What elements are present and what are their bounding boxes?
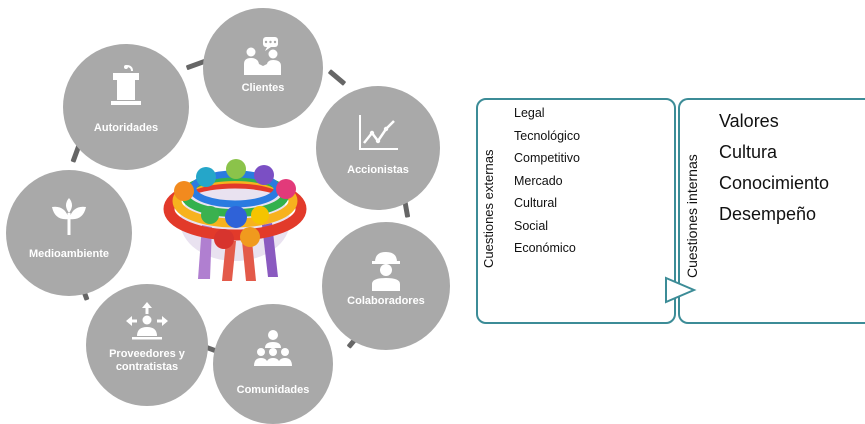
list-item: Conocimiento (719, 173, 830, 193)
leaf-sprout-icon (6, 195, 132, 239)
person-arrows-icon (86, 299, 208, 343)
external-issues-title: Cuestiones externas (481, 149, 496, 268)
list-item: Cultural (514, 196, 558, 210)
stakeholder-autoridades: Autoridades (63, 44, 189, 170)
stakeholder-medioambiente: Medioambiente (6, 170, 132, 296)
list-item: Cultura (719, 142, 778, 162)
line-chart-icon (316, 111, 440, 155)
list-item: Desempeño (719, 204, 817, 224)
worker-helmet-icon (322, 248, 450, 292)
stakeholder-label: Colaboradores (347, 295, 425, 307)
stakeholder-label: Medioambiente (28, 248, 110, 260)
colorful-people-circle-icon (163, 159, 307, 281)
list-item: Mercado (514, 173, 563, 188)
podium-icon (63, 64, 189, 108)
stakeholder-proveedores: Proveedores y contratistas (86, 284, 208, 406)
list-item: Valores (719, 111, 779, 131)
stakeholder-label: Autoridades (93, 122, 159, 134)
stakeholder-accionistas: Accionistas (316, 86, 440, 210)
list-item: Competitivo (514, 151, 580, 165)
handshake-icon (203, 34, 323, 78)
internal-issues-box (678, 98, 865, 324)
internal-issues-title: Cuestiones internas (684, 154, 700, 278)
stakeholder-clientes: Clientes (203, 8, 323, 128)
connector (327, 69, 347, 86)
stakeholder-colaboradores: Colaboradores (322, 222, 450, 350)
stakeholder-label: Comunidades (236, 384, 310, 396)
arrow-right-icon (665, 276, 697, 304)
list-item: Legal (514, 106, 545, 120)
list-item: Social (514, 218, 549, 233)
stakeholder-comunidades: Comunidades (213, 304, 333, 424)
external-issues-list: Legal Tecnológico Competitivo Mercado Cu… (514, 102, 580, 260)
list-item: Económico (514, 241, 576, 255)
stakeholder-label: Accionistas (347, 164, 409, 176)
stakeholder-label: Clientes (241, 82, 285, 94)
stakeholder-label: Proveedores y contratistas (109, 348, 185, 373)
list-item: Tecnológico (514, 128, 581, 143)
internal-issues-list: Valores Cultura Conocimiento Desempeño (719, 106, 829, 230)
community-people-icon (213, 326, 333, 370)
external-issues-box (476, 98, 676, 324)
